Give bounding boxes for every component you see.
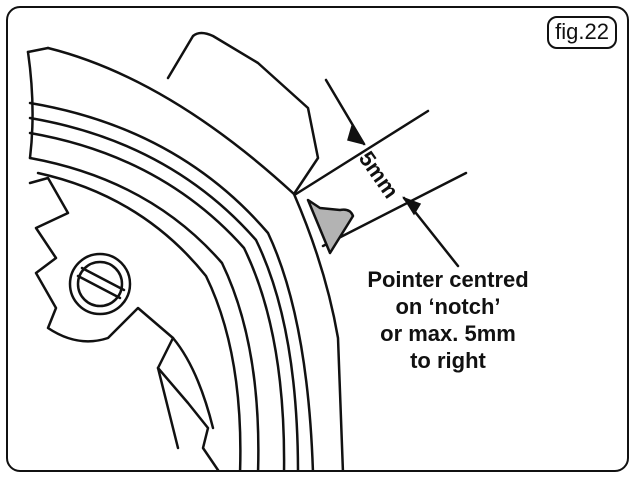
pointer-caption: Pointer centred on ‘notch’ or max. 5mm t… — [328, 266, 568, 374]
disc-left-edge — [26, 50, 34, 160]
dimension-line-upper — [294, 109, 430, 196]
arrowhead-upper — [347, 124, 366, 146]
inner-cutout — [28, 176, 220, 470]
rear-block-outline — [166, 31, 320, 196]
figure-frame: 5mm fig.22 Pointer centred on ‘notch’ or… — [6, 6, 629, 472]
caption-line-1: Pointer centred — [367, 267, 529, 292]
pointer-notch — [306, 198, 355, 255]
machine-illustration: 5mm — [26, 31, 468, 470]
caption-line-2: on ‘notch’ — [395, 294, 501, 319]
dimension-label: 5mm — [354, 147, 404, 203]
screw-head — [68, 252, 132, 316]
figure-label: fig.22 — [547, 16, 617, 49]
caption-line-4: to right — [410, 348, 486, 373]
disc-outer-edge — [46, 46, 345, 470]
dimension-line-lower — [321, 171, 468, 248]
arrowhead-lower — [402, 196, 422, 216]
disc-top-edge — [26, 46, 50, 54]
caption-line-3: or max. 5mm — [380, 321, 516, 346]
